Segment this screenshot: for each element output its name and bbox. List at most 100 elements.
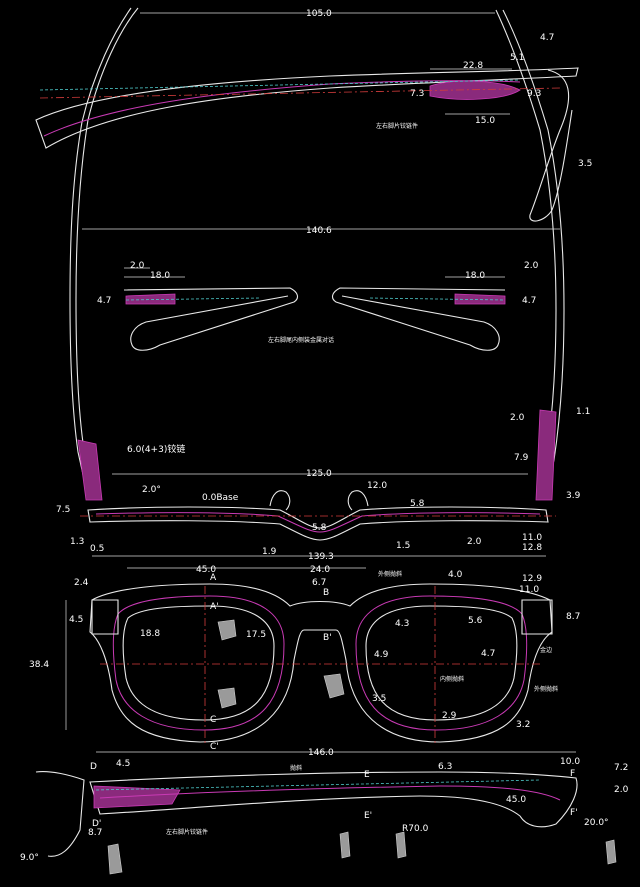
dim-front-20: 2.0: [467, 537, 482, 547]
dim-temple-20: 2.0: [614, 785, 629, 795]
temple-side-view: 146.0 4.5 10.0 6.3 7.2 2.0 45.0 20.0° R7…: [20, 748, 629, 875]
hinge-end-profile: [35, 771, 85, 857]
left-lens-outer-rim: [112, 595, 285, 731]
note-rim-outer-bottom: 外侧抛斜: [534, 685, 558, 693]
dim-end-24: 2.4: [74, 578, 89, 588]
nose-pad-left: [269, 490, 291, 511]
right-temple-top-inner: [502, 9, 565, 495]
dim-hinge-left-h: 7.3: [410, 89, 424, 99]
dim-temple-450: 45.0: [506, 795, 526, 805]
note-hinge-top: 左右脚片铰链件: [376, 122, 418, 130]
dim-front-angle: 2.0°: [142, 485, 161, 495]
dim-rim-35: 3.5: [372, 694, 386, 704]
right-core-pin: [454, 293, 506, 305]
dim-core-left-h: 4.7: [97, 296, 111, 306]
dim-front-bridge-58: 5.8: [312, 523, 327, 533]
dim-temple-gap: 4.7: [540, 33, 554, 43]
front-profile-outline: [87, 506, 549, 541]
section-c-shape: [217, 687, 237, 709]
dim-front-110: 11.0: [522, 533, 542, 543]
dim-temple-63: 6.3: [438, 762, 452, 772]
note-rim-inner-center: 内侧抛斜: [440, 675, 464, 683]
section-label-c: C: [210, 715, 216, 725]
section-label-a2: A': [210, 602, 219, 612]
section-label-b: B: [323, 588, 329, 598]
dim-hinge-len-a: 22.8: [463, 61, 483, 71]
note-core-center: 左右脚尾内侧装金属对话: [268, 336, 334, 344]
left-temple-tip: [123, 287, 299, 351]
temple-core-detail: 2.0 18.0 4.7 18.0 2.0 4.7 左右脚尾内侧装金属对话: [97, 261, 539, 351]
note-hinge-bottom: 左右脚片铰链件: [166, 828, 208, 836]
dim-lens-175: 17.5: [246, 630, 266, 640]
dim-bridge-width: 24.0: [310, 565, 330, 575]
dim-hinge-a-small: 5.1: [510, 53, 524, 63]
dim-end-110: 11.0: [519, 585, 539, 595]
note-hinge-screw: 6.0(4+3)铰链: [127, 443, 185, 455]
left-core-pin: [125, 293, 176, 305]
dim-front-15: 1.5: [396, 541, 410, 551]
dim-front-span: 125.0: [306, 469, 332, 479]
dim-bridge-h: 12.0: [367, 481, 387, 491]
front-lens-view: 45.0 24.0 6.7 2.4 4.5 18.8 17.5 38.4 4.0…: [29, 565, 580, 752]
note-temple-top: 抛斜: [290, 764, 302, 772]
hinge-side-notes: 2.0 1.1 7.9 3.9 6.0(4+3)铰链: [77, 407, 590, 501]
dim-rim-47: 4.7: [481, 649, 495, 659]
dim-hinge-right-h: 9.3: [527, 89, 541, 99]
section-label-d: D: [90, 762, 97, 772]
front-profile-inner: [95, 512, 541, 533]
dim-rim-29: 2.9: [442, 711, 457, 721]
section-label-f: F: [570, 769, 575, 779]
dim-lens-188: 18.8: [140, 629, 160, 639]
note-rim-outer-top: 外侧抛斜: [378, 570, 402, 578]
dim-base-curve: 0.0Base: [202, 493, 239, 503]
right-lens-outer-rim: [355, 595, 528, 731]
right-temple-top-outline: [495, 9, 557, 495]
dim-temple-bend-angle: 20.0°: [584, 818, 609, 828]
dim-rim-49: 4.9: [374, 650, 389, 660]
section-label-b2: B': [323, 633, 332, 643]
frame-outer-outline: [89, 583, 553, 743]
right-temple-hook: [529, 69, 573, 222]
dim-front-19: 1.9: [262, 547, 277, 557]
dim-full-width: 140.6: [306, 226, 332, 236]
temple-side-dash: [95, 779, 541, 791]
right-hinge-block: [535, 409, 557, 501]
right-end-piece: [521, 599, 553, 635]
dim-front-total: 139.3: [308, 552, 334, 562]
section-label-e: E: [364, 770, 370, 780]
dim-rim-32: 3.2: [516, 720, 530, 730]
section-label-d2: D': [92, 819, 101, 829]
section-label-e2: E': [364, 811, 372, 821]
dim-core-left-len: 18.0: [150, 271, 170, 281]
dim-rim-40: 4.0: [448, 570, 463, 580]
dim-temple-72: 7.2: [614, 763, 628, 773]
dim-temple-100: 10.0: [560, 757, 580, 767]
section-b-shape: [323, 673, 345, 699]
section-label-c2: C': [210, 742, 219, 752]
left-end-piece: [91, 599, 119, 635]
dim-side-1-1: 1.1: [576, 407, 590, 417]
left-temple-top-inner: [69, 7, 132, 489]
dim-front-75: 7.5: [56, 505, 70, 515]
top-view: 105.0 4.7 22.8 5.1 7.3 9.3 15.0 左右脚片铰链件 …: [35, 7, 592, 495]
dim-front-128: 12.8: [522, 543, 542, 553]
hinge-core-top: [429, 80, 521, 100]
dim-lens-height: 38.4: [29, 660, 49, 670]
right-core-dash: [369, 297, 506, 301]
dim-end-45: 4.5: [69, 615, 83, 625]
section-d-shape: [107, 843, 123, 875]
dim-temple-90: 9.0°: [20, 853, 39, 863]
dim-temple-thick: 3.5: [578, 159, 592, 169]
left-lens-inner-rim: [122, 605, 275, 721]
left-core-dash: [125, 297, 261, 301]
dim-end-129: 12.9: [522, 574, 542, 584]
section-e2-shape: [395, 831, 407, 859]
dim-front-13: 1.3: [70, 537, 84, 547]
dim-lens-width: 45.0: [196, 565, 216, 575]
dim-front-05: 0.5: [90, 544, 104, 554]
dim-core-right-len: 18.0: [465, 271, 485, 281]
section-label-a: A: [210, 573, 217, 583]
dim-top-width: 105.0: [306, 9, 332, 19]
